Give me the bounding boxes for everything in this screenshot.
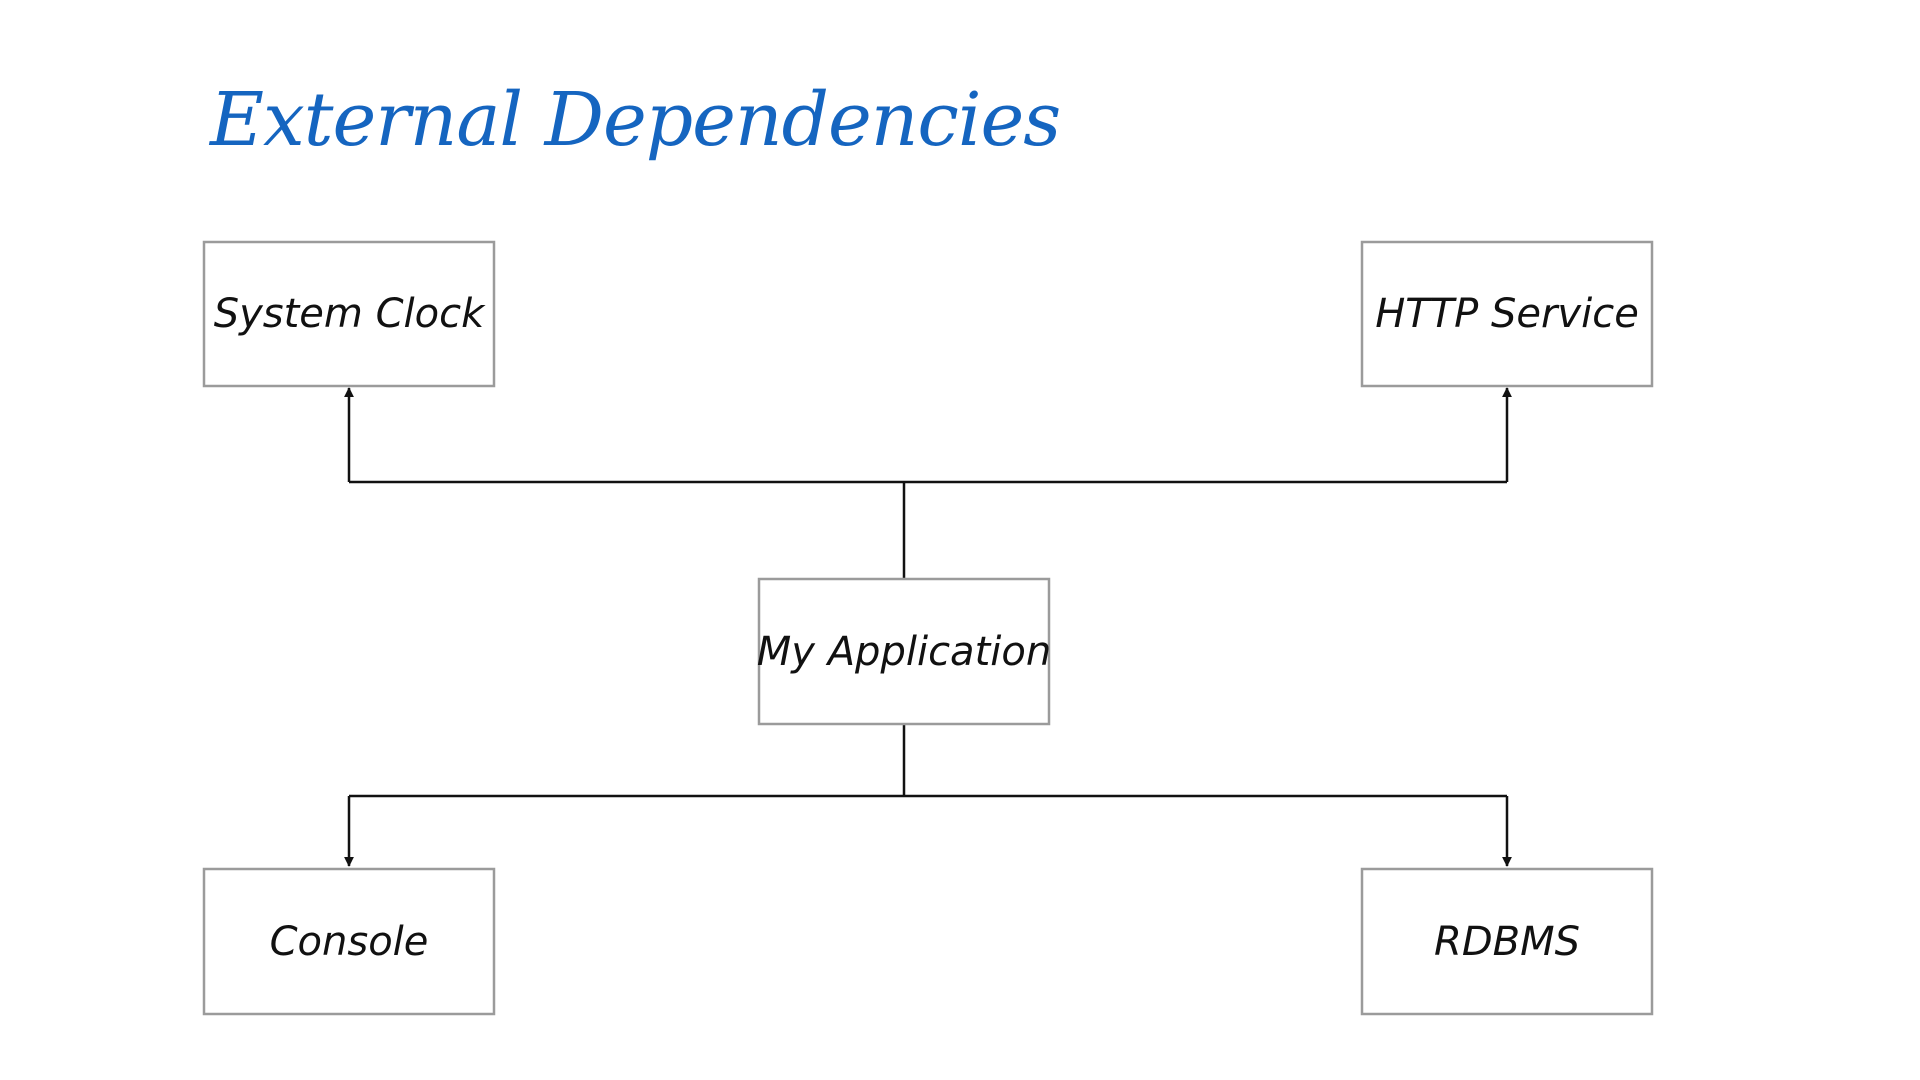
- node-box: [757, 577, 1051, 726]
- node-label-rdbms: RDBMS: [1434, 919, 1580, 965]
- node-http-service: HTTP Service: [1360, 240, 1654, 388]
- node-rdbms: RDBMS: [1360, 867, 1654, 1016]
- node-my-application: My Application: [757, 577, 1051, 726]
- slide-title: External Dependencies: [210, 77, 1061, 163]
- node-box: [202, 240, 496, 388]
- node-box: [202, 867, 496, 1016]
- node-box: [1360, 240, 1654, 388]
- node-label-my-application: My Application: [757, 629, 1051, 675]
- node-box: [1360, 867, 1654, 1016]
- node-label-system-clock: System Clock: [214, 291, 486, 337]
- node-label-console: Console: [270, 919, 429, 965]
- node-label-http-service: HTTP Service: [1375, 291, 1639, 337]
- node-console: Console: [202, 867, 496, 1016]
- node-system-clock: System Clock: [202, 240, 496, 388]
